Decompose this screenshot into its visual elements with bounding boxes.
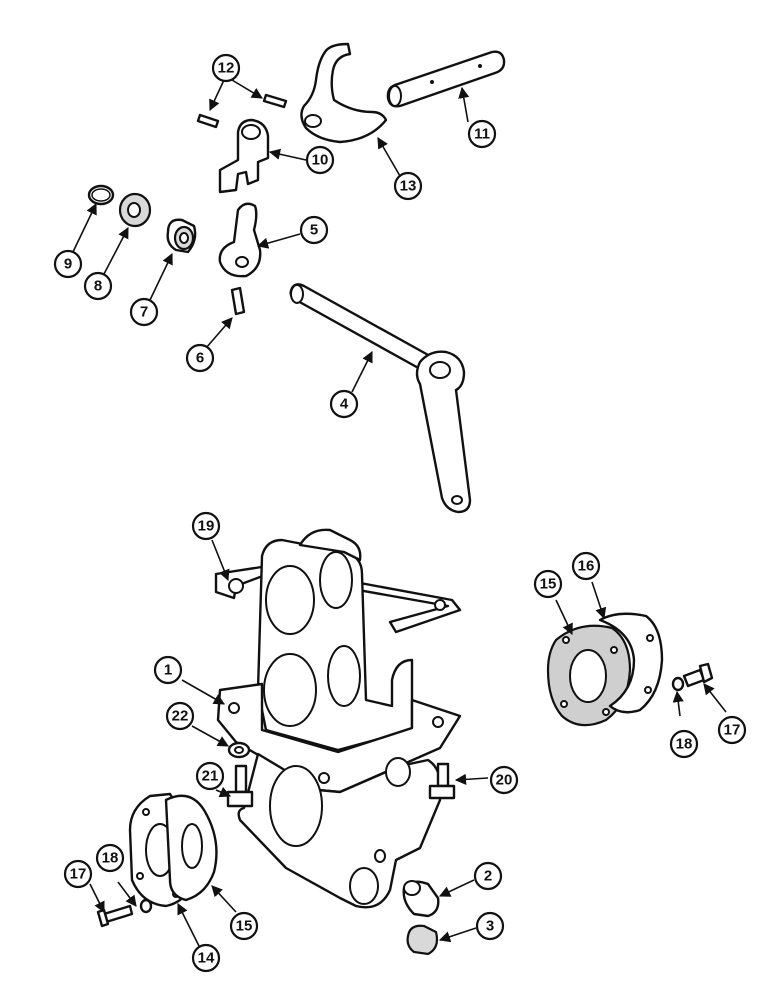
svg-text:17: 17 <box>724 722 741 739</box>
svg-text:8: 8 <box>94 278 102 295</box>
svg-text:9: 9 <box>64 256 72 273</box>
svg-text:18: 18 <box>676 736 693 753</box>
callout-16: 16 <box>571 551 601 581</box>
cap-part-3 <box>406 924 439 956</box>
bush-part-7 <box>166 218 197 254</box>
coupling-block-part-10 <box>218 118 270 194</box>
callout-21: 21 <box>195 761 225 791</box>
svg-text:20: 20 <box>496 772 513 789</box>
svg-text:5: 5 <box>310 222 318 239</box>
circlip-part-9 <box>87 184 115 206</box>
callout-5: 5 <box>299 215 329 245</box>
callout-17-left: 17 <box>63 859 93 889</box>
svg-text:22: 22 <box>172 708 189 725</box>
callout-18-left: 18 <box>95 843 125 873</box>
callout-13: 13 <box>393 171 423 201</box>
svg-text:15: 15 <box>540 576 557 593</box>
callout-14: 14 <box>191 943 221 973</box>
gasket-part-15-right <box>546 624 632 727</box>
callout-8: 8 <box>83 271 113 301</box>
washer-part-22 <box>227 741 251 759</box>
svg-text:4: 4 <box>340 396 349 413</box>
callout-2: 2 <box>473 861 503 891</box>
svg-text:21: 21 <box>202 768 219 785</box>
callout-17-right: 17 <box>717 715 747 745</box>
callout-9: 9 <box>53 249 83 279</box>
leader-lines <box>71 79 727 949</box>
cover-plate-part-16 <box>598 612 664 714</box>
callout-22: 22 <box>165 701 195 731</box>
svg-text:3: 3 <box>486 918 494 935</box>
svg-text:15: 15 <box>236 918 253 935</box>
svg-text:16: 16 <box>578 558 595 575</box>
callout-10: 10 <box>305 145 335 175</box>
bolt-part-20 <box>428 762 456 800</box>
svg-text:17: 17 <box>70 866 87 883</box>
callout-11: 11 <box>467 119 497 149</box>
svg-text:19: 19 <box>198 518 215 535</box>
bolt-part-21 <box>226 764 254 808</box>
cross-shaft-part-4 <box>289 283 472 514</box>
callout-18-right: 18 <box>669 729 699 759</box>
svg-text:12: 12 <box>218 60 235 77</box>
callout-7: 7 <box>129 297 159 327</box>
callout-1: 1 <box>153 655 183 685</box>
svg-text:1: 1 <box>164 662 172 679</box>
svg-text:10: 10 <box>312 152 329 169</box>
callouts: 1 2 3 4 5 6 7 8 9 10 11 12 13 14 15 15 1… <box>53 53 747 973</box>
callout-4: 4 <box>329 389 359 419</box>
washer-part-18-left <box>139 898 153 914</box>
lever-part-5 <box>218 202 262 278</box>
svg-text:14: 14 <box>198 950 215 967</box>
bolt-part-17-left <box>96 904 134 928</box>
gasket-part-15-left <box>164 794 218 902</box>
svg-text:11: 11 <box>474 126 490 143</box>
shift-fork-part-13 <box>300 42 388 144</box>
callout-15-right: 15 <box>533 569 563 599</box>
svg-text:13: 13 <box>400 178 417 195</box>
callout-12: 12 <box>211 53 241 83</box>
svg-text:18: 18 <box>102 850 119 867</box>
washer-part-18-right <box>671 676 685 692</box>
svg-text:6: 6 <box>196 350 204 367</box>
callout-15-left: 15 <box>229 911 259 941</box>
washer-part-8 <box>118 192 152 228</box>
callout-20: 20 <box>489 765 519 795</box>
callout-19: 19 <box>191 511 221 541</box>
bolt-part-17-right <box>682 662 714 688</box>
svg-text:2: 2 <box>484 868 492 885</box>
callout-3: 3 <box>475 911 505 941</box>
shaft-part-11 <box>386 50 506 108</box>
pin-part-6 <box>230 286 246 316</box>
housing-part-1 <box>216 528 462 909</box>
svg-text:7: 7 <box>140 304 148 321</box>
roll-pins-part-12 <box>196 93 288 129</box>
plug-part-2 <box>402 880 440 918</box>
callout-6: 6 <box>185 343 215 373</box>
